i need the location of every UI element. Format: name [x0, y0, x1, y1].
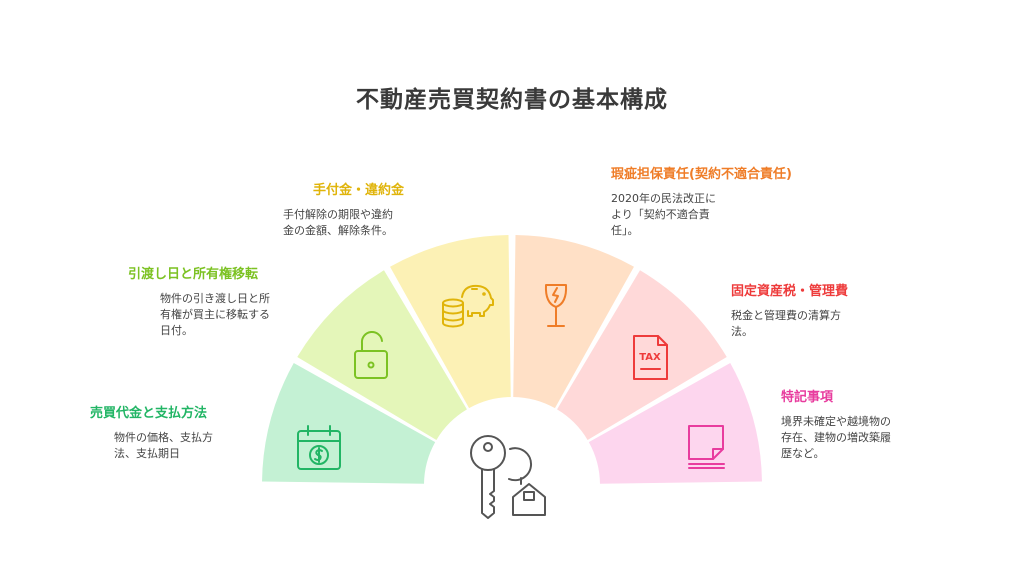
piggy-bank-coins-icon	[442, 284, 494, 328]
segment-payment	[262, 363, 436, 484]
section-label-transfer: 引渡し日と所有権移転 物件の引き渡し日と所 有権が買主に移転する 日付。	[128, 263, 328, 339]
section-title: 固定資産税・管理費	[731, 284, 849, 299]
description-line: 物件の価格、支払方	[114, 431, 213, 444]
section-label-deposit: 手付金・違約金 手付解除の期限や違約 金の金額、解除条件。	[283, 179, 483, 239]
section-label-liability: 瑕疵担保責任(契約不適合責任) 2020年の民法改正に より「契約不適合責 任」…	[611, 163, 851, 239]
section-description: 2020年の民法改正に より「契約不適合責 任」。	[611, 191, 851, 239]
description-line: 有権が買主に移転する	[160, 308, 270, 321]
segment-deposit	[390, 235, 511, 409]
segment-tax	[557, 270, 727, 440]
section-description: 境界未確定や越境物の 存在、建物の増改築履 歴など。	[781, 414, 981, 462]
description-line: 2020年の民法改正に	[611, 192, 716, 205]
segment-transfer	[297, 270, 467, 440]
section-title: 売買代金と支払方法	[90, 406, 208, 421]
description-line: 存在、建物の増改築履	[781, 431, 891, 444]
tax-document-icon: TAX	[633, 335, 668, 380]
description-line: 税金と管理費の清算方	[731, 309, 841, 322]
section-description: 税金と管理費の清算方 法。	[731, 308, 931, 340]
section-label-special: 特記事項 境界未確定や越境物の 存在、建物の増改築履 歴など。	[781, 386, 981, 462]
description-line: 法、支払期日	[114, 447, 180, 460]
section-title: 瑕疵担保責任(契約不適合責任)	[611, 167, 792, 182]
description-line: 日付。	[160, 324, 193, 337]
description-line: より「契約不適合責	[611, 208, 710, 221]
description-line: 法。	[731, 325, 753, 338]
description-line: 任」。	[611, 224, 639, 237]
section-description: 手付解除の期限や違約 金の金額、解除条件。	[283, 207, 483, 239]
description-line: 金の金額、解除条件。	[283, 224, 393, 237]
description-line: 歴など。	[781, 447, 825, 460]
svg-text:TAX: TAX	[639, 352, 661, 363]
description-line: 手付解除の期限や違約	[283, 208, 393, 221]
section-title: 特記事項	[781, 390, 834, 405]
sticky-note-icon	[688, 425, 725, 469]
calendar-dollar-icon	[297, 425, 341, 470]
section-title: 手付金・違約金	[313, 183, 405, 198]
section-label-tax: 固定資産税・管理費 税金と管理費の清算方 法。	[731, 280, 931, 340]
keys-with-house-tag-icon	[470, 435, 546, 519]
section-description: 物件の引き渡し日と所 有権が買主に移転する 日付。	[160, 291, 328, 339]
segment-liability	[513, 235, 634, 409]
fan-segments	[262, 235, 762, 484]
diagram-title: 不動産売買契約書の基本構成	[356, 87, 668, 113]
description-line: 境界未確定や越境物の	[781, 415, 891, 428]
section-title: 引渡し日と所有権移転	[128, 267, 259, 282]
broken-glass-icon	[544, 284, 568, 327]
section-description: 物件の価格、支払方 法、支払期日	[114, 430, 280, 462]
open-padlock-icon	[354, 331, 388, 379]
description-line: 物件の引き渡し日と所	[160, 292, 270, 305]
section-label-payment: 売買代金と支払方法 物件の価格、支払方 法、支払期日	[90, 402, 280, 462]
